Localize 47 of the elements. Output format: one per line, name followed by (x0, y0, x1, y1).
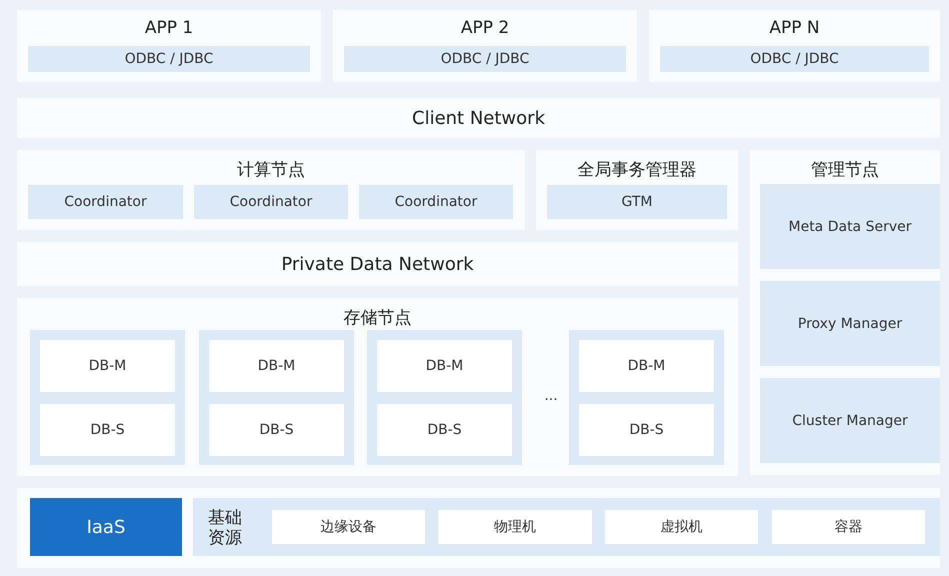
layer-panel (17, 488, 940, 568)
panel-title: 全局事务管理器 (576, 159, 698, 181)
panel-title: APP N (768, 18, 821, 38)
panel-title: APP 2 (460, 18, 510, 38)
panel-title: 管理节点 (810, 159, 880, 181)
app-panel (333, 10, 637, 82)
component-box: Coordinator (194, 185, 348, 219)
component-box: DB-S (377, 404, 512, 456)
component-box: ODBC / JDBC (344, 46, 626, 72)
layer-panel (750, 150, 940, 475)
component-box: DB-S (209, 404, 344, 456)
panel-title: APP 1 (144, 18, 194, 38)
component-box: ODBC / JDBC (660, 46, 929, 72)
ellipsis-text: ... (543, 388, 559, 404)
app-panel (17, 10, 321, 82)
app-panel (649, 10, 940, 82)
resource-panel (193, 498, 940, 556)
node-group (30, 330, 185, 465)
component-box: Coordinator (359, 185, 513, 219)
network-band: Client Network (17, 98, 940, 138)
component-box: GTM (547, 185, 727, 219)
layer-panel (17, 298, 738, 476)
component-box: DB-M (377, 340, 512, 392)
node-group (569, 330, 724, 465)
component-box: Cluster Manager (760, 378, 940, 463)
component-box: Coordinator (28, 185, 183, 219)
layer-panel (17, 150, 525, 230)
node-group (367, 330, 522, 465)
panel-title: 计算节点 (236, 159, 306, 181)
component-box: Meta Data Server (760, 184, 940, 269)
component-box: DB-M (209, 340, 344, 392)
layer-label: IaaS (30, 498, 182, 556)
component-box: DB-M (40, 340, 175, 392)
component-box: ODBC / JDBC (28, 46, 310, 72)
component-box: 虚拟机 (605, 510, 758, 544)
panel-title: 存储节点 (342, 307, 412, 329)
layer-panel (536, 150, 738, 230)
component-box: DB-S (579, 404, 714, 456)
node-group (199, 330, 354, 465)
component-box: DB-M (579, 340, 714, 392)
component-box: 边缘设备 (272, 510, 425, 544)
network-band: Private Data Network (17, 242, 738, 286)
component-box: Proxy Manager (760, 281, 940, 366)
component-box: 容器 (772, 510, 925, 544)
component-box: 物理机 (438, 510, 592, 544)
panel-title: 基础资源 (207, 508, 243, 548)
component-box: DB-S (40, 404, 175, 456)
